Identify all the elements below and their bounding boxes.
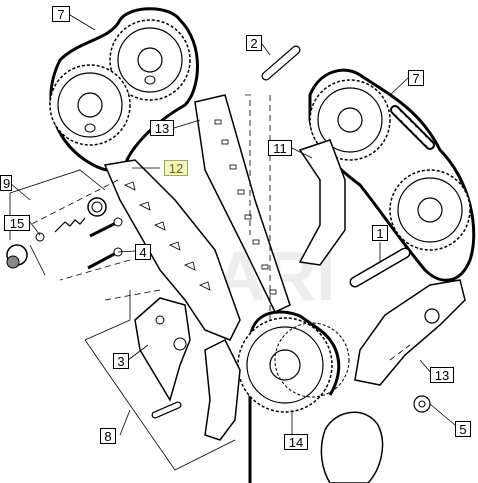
callout-4: 4	[135, 244, 151, 260]
right-sprocket-lower	[389, 169, 471, 251]
left-timing-chain	[49, 7, 199, 172]
chain-link-segment	[390, 105, 435, 150]
callout-11: 11	[268, 140, 292, 156]
pin-1	[349, 247, 411, 288]
chain-tensioner	[134, 297, 191, 402]
callout-5: 5	[455, 421, 471, 437]
bolt-13	[424, 308, 440, 324]
leader-lines	[9, 14, 433, 440]
spring-9	[54, 217, 86, 233]
oil-pump-sprocket	[320, 411, 384, 483]
left-sprocket-upper	[109, 19, 191, 101]
guide-rail-right	[298, 139, 346, 266]
callout-14: 14	[284, 434, 308, 450]
bolt-4a	[89, 217, 123, 238]
bracket-8	[84, 290, 236, 471]
pin-2	[261, 45, 301, 81]
callout-9: 9	[0, 175, 12, 191]
washer-9	[87, 197, 107, 217]
bolt-4b	[87, 247, 123, 270]
callout-13-center: 13	[150, 120, 174, 136]
guide-rail-lower-right	[354, 279, 466, 386]
callout-12: 12	[164, 160, 188, 176]
callout-13-lower-right: 13	[430, 367, 454, 383]
callout-8: 8	[100, 428, 116, 444]
guide-rail-center	[194, 94, 291, 313]
callout-7-right: 7	[408, 70, 424, 86]
right-timing-chain	[308, 68, 476, 282]
left-sprocket-lower	[49, 64, 131, 146]
callout-2: 2	[246, 35, 262, 51]
callout-7-top-left: 7	[52, 6, 70, 22]
dashed-lines	[19, 94, 411, 361]
callout-3: 3	[113, 353, 129, 369]
crankshaft-sprocket	[237, 317, 350, 413]
callout-1: 1	[372, 225, 388, 241]
crank-chain	[248, 310, 341, 483]
callout-15: 15	[4, 215, 30, 231]
oring-15	[35, 232, 45, 242]
bolt-5	[413, 395, 456, 426]
lower-tensioner	[204, 338, 241, 441]
plug-15	[6, 244, 28, 269]
tensioner-pin	[151, 401, 182, 419]
